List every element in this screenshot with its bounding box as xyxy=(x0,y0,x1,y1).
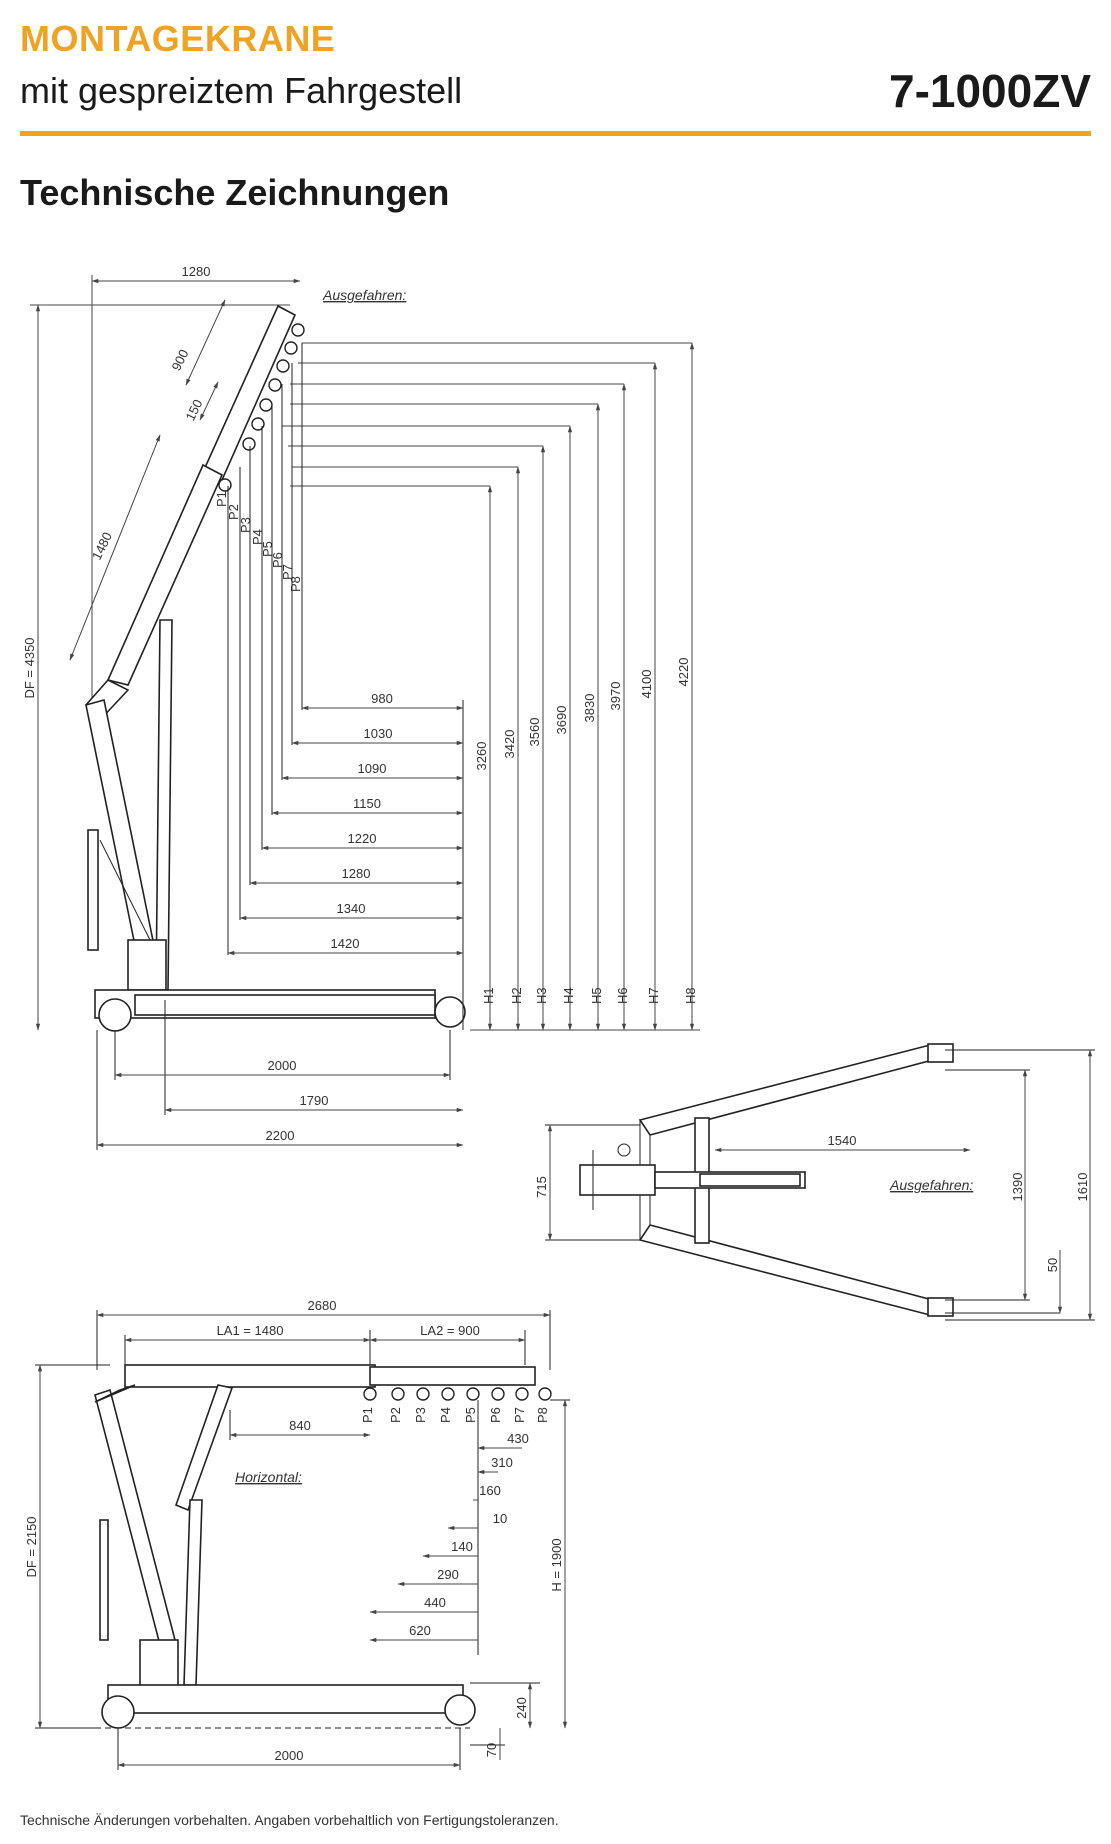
label-p4: P4 xyxy=(250,529,265,545)
hlabel-p5: P5 xyxy=(463,1407,478,1423)
hlabel-p6: P6 xyxy=(488,1407,503,1423)
section-title: Technische Zeichnungen xyxy=(20,172,450,213)
reach-1420: 1420 xyxy=(331,936,360,951)
offset-10: 10 xyxy=(493,1511,507,1526)
label-h6: H6 xyxy=(615,987,630,1004)
label-h4: H4 xyxy=(561,987,576,1004)
product-category: MONTAGEKRANE xyxy=(20,18,336,59)
dim-150: 150 xyxy=(182,397,205,423)
label-ausgefahren-side: Ausgefahren: xyxy=(322,287,406,303)
reach-1280: 1280 xyxy=(342,866,371,881)
dim-la1: LA1 = 1480 xyxy=(217,1323,284,1338)
dim-240: 240 xyxy=(514,1697,529,1719)
footer-disclaimer: Technische Änderungen vorbehalten. Angab… xyxy=(20,1812,559,1828)
dim-70: 70 xyxy=(484,1743,499,1757)
label-h2: H2 xyxy=(509,987,524,1004)
model-number: 7-1000ZV xyxy=(888,65,1091,117)
hlabel-p7: P7 xyxy=(512,1407,527,1423)
dim-1280: 1280 xyxy=(182,264,211,279)
hlabel-p1: P1 xyxy=(360,1407,375,1423)
header-divider xyxy=(20,131,1091,136)
height-4100: 4100 xyxy=(639,670,654,699)
dim-2680: 2680 xyxy=(308,1298,337,1313)
label-h8: H8 xyxy=(683,987,698,1004)
height-3970: 3970 xyxy=(608,682,623,711)
hlabel-p4: P4 xyxy=(438,1407,453,1423)
label-p6: P6 xyxy=(270,552,285,568)
dim-1390: 1390 xyxy=(1010,1173,1025,1202)
reach-980: 980 xyxy=(371,691,393,706)
dim-900: 900 xyxy=(168,347,191,373)
label-ausgefahren-top: Ausgefahren: xyxy=(889,1177,973,1193)
dim-base-2000: 2000 xyxy=(275,1748,304,1763)
dim-df-2150: DF = 2150 xyxy=(24,1516,39,1577)
reach-1090: 1090 xyxy=(358,761,387,776)
drawing-extended-side: 1280 Ausgefahren: DF = 4350 900 150 1480 xyxy=(22,264,700,1150)
base-2200: 2200 xyxy=(266,1128,295,1143)
label-p5: P5 xyxy=(260,541,275,557)
offset-440: 440 xyxy=(424,1595,446,1610)
offset-620: 620 xyxy=(409,1623,431,1638)
reach-1340: 1340 xyxy=(337,901,366,916)
label-p8: P8 xyxy=(288,576,303,592)
offset-290: 290 xyxy=(437,1567,459,1582)
offset-430: 430 xyxy=(507,1431,529,1446)
dim-840: 840 xyxy=(289,1418,311,1433)
base-1790: 1790 xyxy=(300,1093,329,1108)
label-p7: P7 xyxy=(280,564,295,580)
offset-140: 140 xyxy=(451,1539,473,1554)
label-p2: P2 xyxy=(226,504,241,520)
label-h5: H5 xyxy=(589,987,604,1004)
reach-1030: 1030 xyxy=(364,726,393,741)
drawing-top-view: 1390 1610 50 715 1540 Ausgefahren: xyxy=(534,1043,1095,1321)
base-2000: 2000 xyxy=(268,1058,297,1073)
label-p1: P1 xyxy=(214,491,229,507)
hlabel-p2: P2 xyxy=(388,1407,403,1423)
label-p3: P3 xyxy=(238,517,253,533)
hlabel-p8: P8 xyxy=(535,1407,550,1423)
offset-160: 160 xyxy=(479,1483,501,1498)
height-3830: 3830 xyxy=(582,694,597,723)
dim-h-1900: H = 1900 xyxy=(549,1538,564,1591)
label-horizontal: Horizontal: xyxy=(235,1469,302,1485)
dim-1540: 1540 xyxy=(828,1133,857,1148)
label-h1: H1 xyxy=(481,987,496,1004)
reach-1220: 1220 xyxy=(348,831,377,846)
height-3260: 3260 xyxy=(474,742,489,771)
hlabel-p3: P3 xyxy=(413,1407,428,1423)
height-3690: 3690 xyxy=(554,706,569,735)
label-h7: H7 xyxy=(646,987,661,1004)
height-3420: 3420 xyxy=(502,730,517,759)
reach-1150: 1150 xyxy=(353,796,381,811)
product-subtitle: mit gespreiztem Fahrgestell xyxy=(20,70,463,111)
dim-1610: 1610 xyxy=(1075,1173,1090,1202)
height-4220: 4220 xyxy=(676,658,691,687)
height-3560: 3560 xyxy=(527,718,542,747)
label-h3: H3 xyxy=(534,987,549,1004)
dim-la2: LA2 = 900 xyxy=(420,1323,480,1338)
dim-50: 50 xyxy=(1045,1258,1060,1272)
dim-715: 715 xyxy=(534,1176,549,1198)
dim-df-4350: DF = 4350 xyxy=(22,637,37,698)
offset-310: 310 xyxy=(491,1455,513,1470)
drawing-horizontal-side: 2680 LA1 = 1480 LA2 = 900 P1 P2 P3 P4 P5… xyxy=(24,1298,570,1770)
